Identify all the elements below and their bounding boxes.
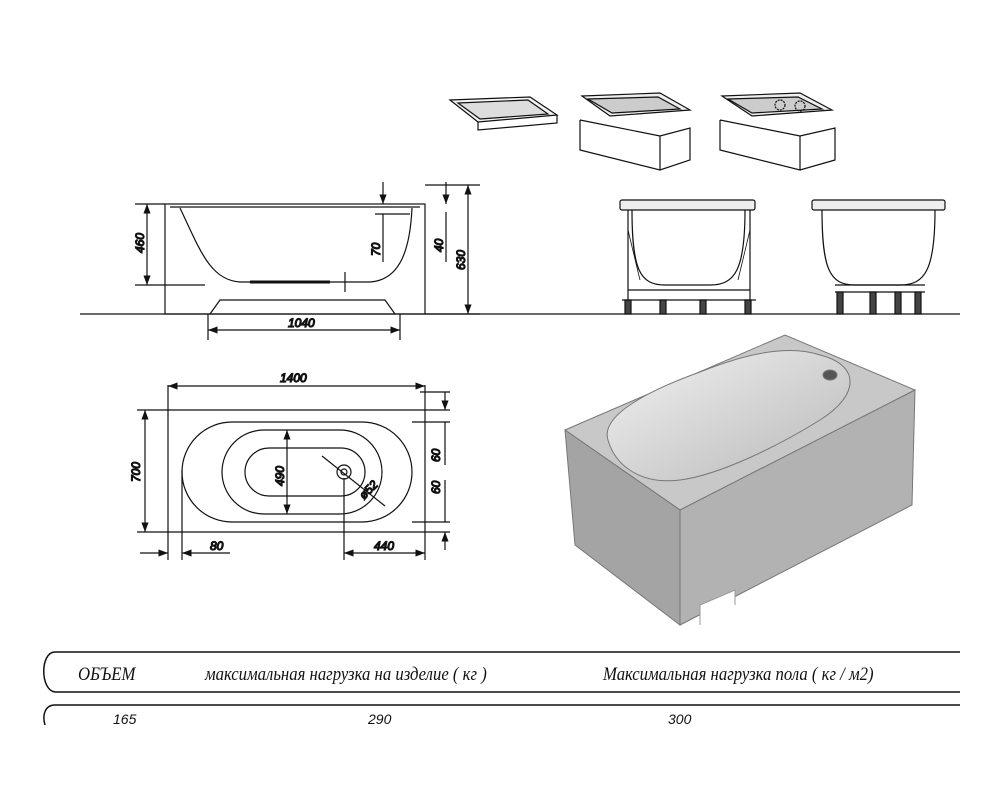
dim-700: 700 bbox=[129, 462, 143, 482]
dim-460: 460 bbox=[133, 233, 147, 253]
end-view-legs bbox=[811, 199, 946, 315]
end-view-frame bbox=[619, 199, 756, 315]
dim-630: 630 bbox=[454, 250, 468, 270]
dim-40: 40 bbox=[432, 238, 446, 252]
dim-60-top: 60 bbox=[429, 448, 443, 462]
value-volume: 165 bbox=[113, 711, 137, 727]
dim-80: 80 bbox=[210, 539, 224, 553]
icon-tub-with-frame bbox=[579, 92, 693, 171]
bathtub-3d-render bbox=[563, 334, 917, 627]
dim-1400: 1400 bbox=[280, 371, 307, 385]
header-max-load-product: максимальная нагрузка на изделие ( кг ) bbox=[205, 664, 487, 685]
dim-70: 70 bbox=[369, 242, 383, 256]
icon-tub-only bbox=[448, 96, 559, 131]
dim-60-bottom: 60 bbox=[429, 480, 443, 494]
dim-diameter-52: ø52 bbox=[356, 477, 381, 502]
table-values-border bbox=[43, 704, 960, 726]
top-view bbox=[137, 382, 450, 560]
icon-tub-with-panel bbox=[719, 92, 836, 171]
header-max-load-floor: Максимальная нагрузка пола ( кг / м2) bbox=[603, 664, 874, 685]
side-view bbox=[135, 182, 480, 340]
dim-1040: 1040 bbox=[288, 316, 315, 330]
header-volume: ОБЪЕМ bbox=[78, 664, 136, 685]
dim-490: 490 bbox=[273, 466, 287, 486]
value-max-load-product: 290 bbox=[368, 711, 392, 727]
value-max-load-floor: 300 bbox=[668, 711, 692, 727]
dim-440: 440 bbox=[374, 539, 394, 553]
table-header-border bbox=[43, 651, 960, 693]
